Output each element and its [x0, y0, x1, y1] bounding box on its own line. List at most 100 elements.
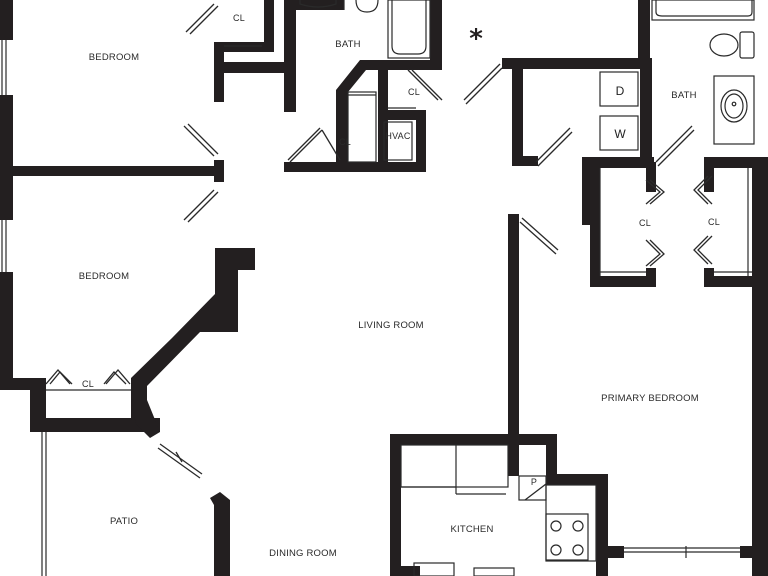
- wall: [508, 214, 519, 449]
- sliding-door: [175, 451, 183, 463]
- wall: [590, 276, 656, 287]
- wall: [596, 474, 608, 576]
- room-label-bedroom-1: BEDROOM: [89, 52, 140, 63]
- toilet-icon: [299, 0, 345, 10]
- wall: [378, 60, 438, 70]
- closet-label: CL: [639, 218, 651, 228]
- wall: [30, 378, 46, 430]
- wall: [390, 434, 401, 576]
- door: [655, 125, 693, 163]
- closet-label: CL: [708, 217, 720, 227]
- wall: [390, 566, 420, 576]
- door: [289, 129, 323, 163]
- wall: [214, 42, 266, 52]
- wall: [416, 110, 426, 172]
- door: [465, 67, 503, 105]
- toilet-icon: [709, 31, 755, 59]
- kitchen-counter: [400, 444, 509, 488]
- door: [535, 127, 571, 163]
- wall: [546, 434, 557, 484]
- wall: [596, 546, 624, 558]
- pantry-label: P: [531, 477, 537, 487]
- door: [183, 189, 215, 221]
- wall: [704, 276, 768, 287]
- wall: [546, 474, 608, 485]
- room-label-primary-bedroom: PRIMARY BEDROOM: [601, 393, 699, 404]
- wall: [430, 0, 442, 70]
- wall: [502, 58, 650, 69]
- wall: [0, 0, 13, 40]
- wall: [740, 546, 768, 558]
- wall: [284, 162, 424, 172]
- door: [524, 483, 547, 501]
- door: [645, 239, 661, 267]
- wall: [336, 60, 384, 165]
- wall: [512, 156, 538, 166]
- door: [45, 369, 71, 385]
- wall: [210, 492, 230, 576]
- wall: [214, 160, 224, 182]
- wall: [0, 166, 222, 176]
- wall: [646, 162, 656, 192]
- door: [519, 221, 557, 255]
- wall: [704, 162, 714, 192]
- room-label-living-room: LIVING ROOM: [358, 320, 424, 331]
- door: [521, 217, 559, 251]
- door: [187, 123, 219, 155]
- wall: [582, 157, 593, 225]
- closet-box: [347, 91, 377, 163]
- closet-label: CL: [339, 137, 351, 147]
- dryer-label: D: [616, 84, 625, 98]
- wall: [0, 272, 13, 390]
- wall: [590, 157, 600, 287]
- door: [321, 129, 341, 161]
- wall: [508, 434, 519, 476]
- sliding-door: [159, 443, 203, 475]
- door: [649, 239, 665, 267]
- washer-label: W: [614, 127, 626, 141]
- door: [657, 129, 695, 167]
- hvac-label: HVAC: [385, 131, 410, 141]
- wall: [704, 157, 768, 168]
- door: [407, 69, 439, 101]
- wall: [214, 62, 290, 73]
- door: [649, 179, 665, 205]
- wall: [752, 157, 768, 576]
- stove-icon: [545, 513, 589, 561]
- closet-label: CL: [233, 13, 245, 23]
- wall: [582, 157, 654, 168]
- door: [693, 175, 709, 205]
- asterisk-marker: *: [469, 24, 483, 54]
- door: [463, 63, 501, 101]
- room-label-kitchen: KITCHEN: [450, 524, 493, 535]
- wall: [640, 58, 652, 168]
- sink-counter: [413, 562, 455, 576]
- room-label-patio: PATIO: [110, 516, 138, 527]
- wall: [131, 400, 160, 438]
- room-label-bath-1: BATH: [335, 39, 360, 50]
- room-label-bath-2: BATH: [671, 90, 696, 101]
- door: [187, 191, 219, 223]
- doors: [45, 3, 713, 501]
- sink-icon: [355, 0, 379, 13]
- closet-label: CL: [82, 379, 94, 389]
- door: [697, 175, 713, 205]
- labels: BEDROOM BEDROOM BATH BATH LIVING ROOM PR…: [79, 13, 720, 559]
- bathtub-icon: [651, 0, 755, 21]
- door: [537, 131, 573, 167]
- wall: [0, 95, 13, 220]
- door: [183, 125, 215, 157]
- sink-icon: [713, 75, 755, 145]
- wall: [131, 248, 255, 386]
- wall: [378, 110, 426, 120]
- door: [189, 5, 219, 35]
- hvac-unit: [383, 121, 413, 161]
- closet-label: CL: [408, 87, 420, 97]
- washer: [599, 115, 639, 151]
- wall: [390, 434, 555, 445]
- sliding-door: [157, 447, 201, 479]
- door: [287, 127, 321, 161]
